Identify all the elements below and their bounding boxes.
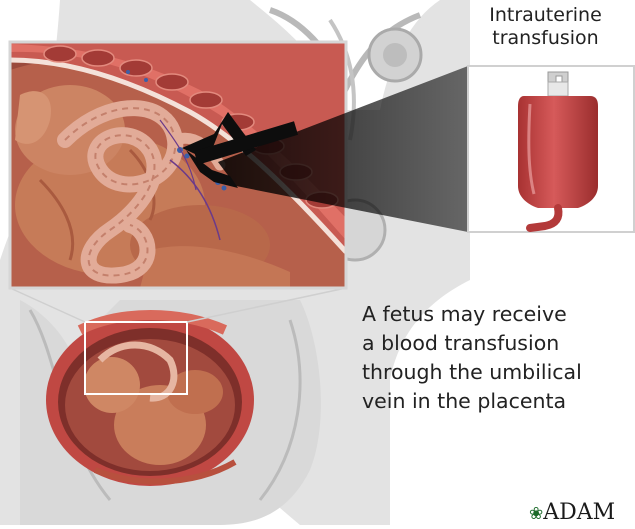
- caption-line-3: through the umbilical: [362, 358, 632, 387]
- transfusion-inset: [468, 66, 634, 232]
- caption-line-2: a blood transfusion: [362, 329, 632, 358]
- logo-text: ADAM: [543, 500, 615, 525]
- caption-line-1: A fetus may receive: [362, 300, 632, 329]
- inset-title-line-2: transfusion: [458, 27, 633, 50]
- caption-text: A fetus may receive a blood transfusion …: [362, 300, 632, 416]
- adam-logo: ❀ADAM: [529, 500, 635, 525]
- caption-line-4: vein in the placenta: [362, 387, 632, 416]
- inset-title-line-1: Intrauterine: [458, 4, 633, 27]
- inset-title: Intrauterine transfusion: [458, 4, 633, 50]
- leaf-icon: ❀: [529, 504, 543, 524]
